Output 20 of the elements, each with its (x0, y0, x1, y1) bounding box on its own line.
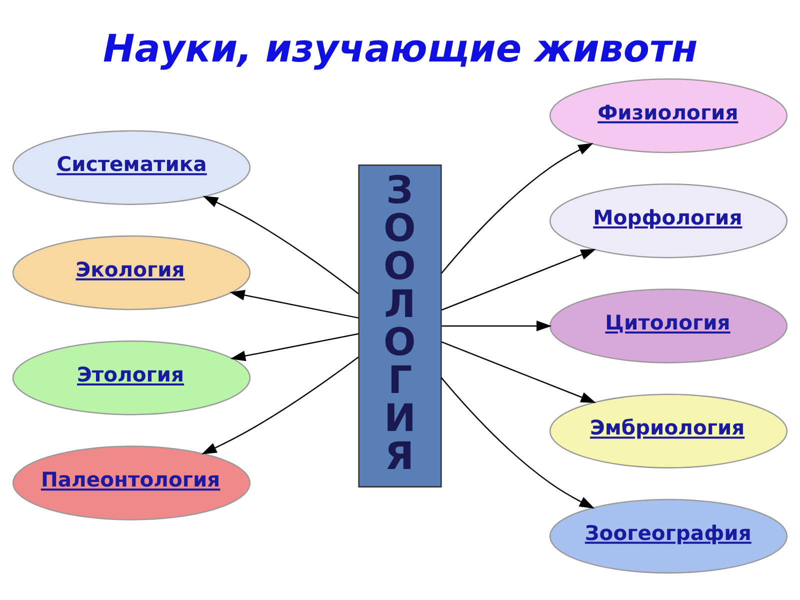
arrow (440, 377, 595, 509)
arrow (230, 290, 359, 319)
node-ellipse: Этология (12, 340, 251, 416)
arrow (440, 143, 594, 274)
node-ellipse: Физиология (549, 78, 788, 154)
node-ellipse: Экология (12, 235, 251, 310)
diagram-title: Науки, изучающие животн (103, 26, 698, 70)
arrow (201, 356, 359, 454)
node-ellipse: Систематика (12, 130, 251, 206)
arrow (441, 248, 596, 311)
arrow (442, 320, 552, 332)
node-ellipse: Цитология (549, 288, 788, 364)
node-ellipse: Эмбриология (549, 394, 788, 468)
node-ellipse: Палеонтология (12, 446, 251, 520)
node-box: ЗООЛОГИЯ (358, 164, 442, 488)
node-ellipse: Морфология (549, 183, 788, 258)
arrow (441, 341, 596, 403)
node-ellipse: Зоогеография (549, 498, 788, 574)
arrow (230, 333, 359, 362)
arrow (202, 196, 359, 294)
